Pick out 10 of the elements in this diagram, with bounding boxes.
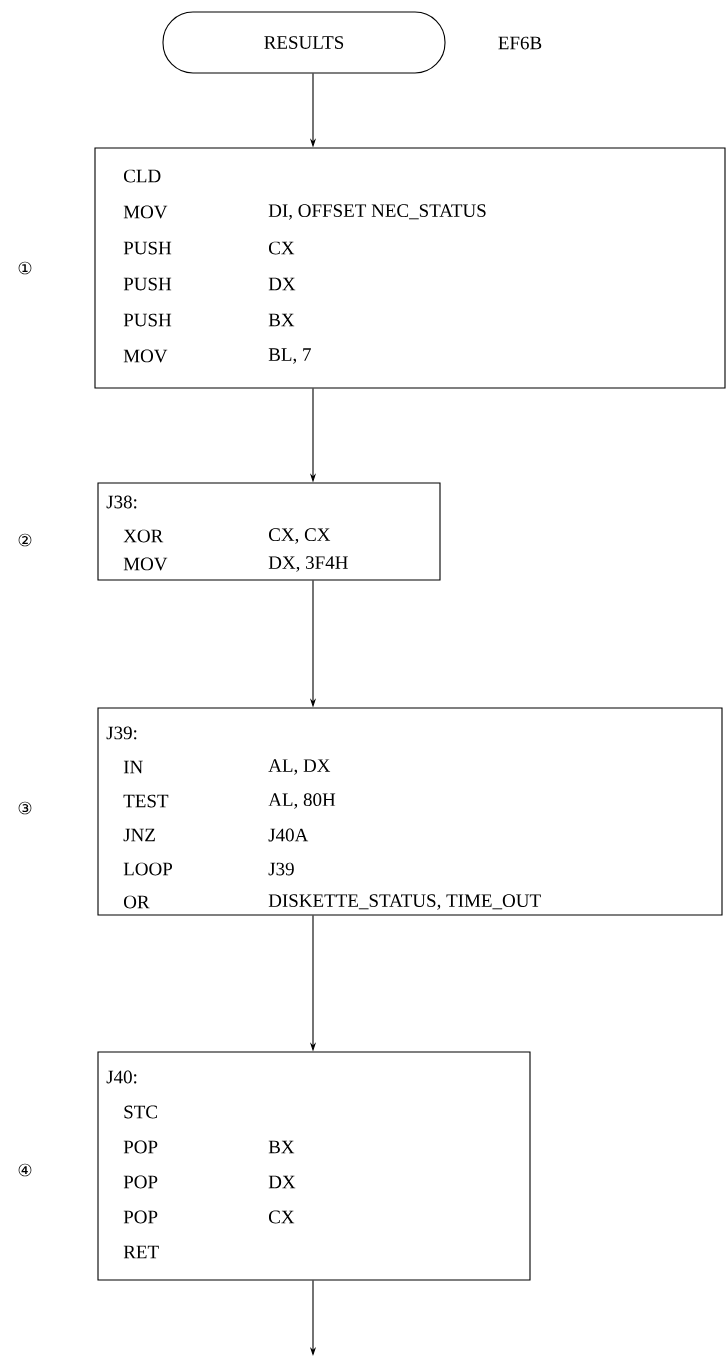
step-number: ③ — [18, 801, 32, 815]
code-box: J39: IN AL, DX TEST AL, 80H JNZ J40A LOOP J39 OR DISKETTE_STATUS, TIME_OUT — [97, 707, 723, 916]
terminal-box: RESULTS — [162, 11, 446, 74]
step-number: ② — [18, 533, 32, 547]
address-text: EF6B — [498, 36, 542, 50]
step-number: ① — [18, 261, 32, 275]
code-box: J38: XOR CX, CX MOV DX, 3F4H — [97, 482, 441, 581]
step-number: ④ — [18, 1163, 32, 1177]
code-box: CLD MOV DI, OFFSET NEC_STATUS PUSH CX PUSH DX PUSH BX MOV BL, 7 — [94, 147, 726, 389]
code-box: J40: STC POP BX POP DX POP CX RET — [97, 1051, 531, 1281]
